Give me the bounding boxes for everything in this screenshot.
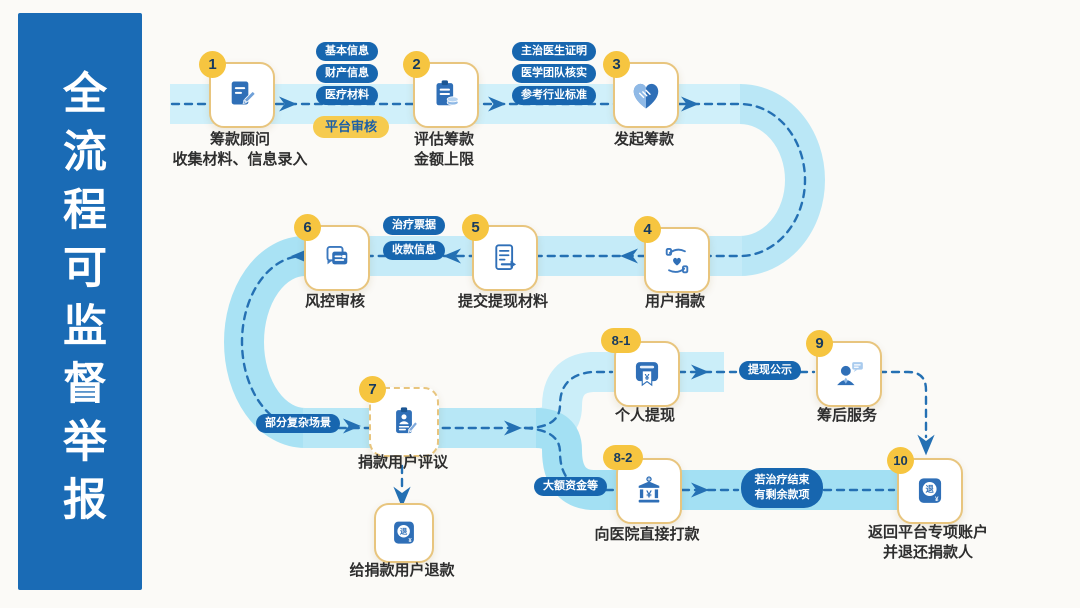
- tag-withdraw-publicity: 提现公示: [739, 361, 801, 380]
- yen-glyph: ¥: [935, 496, 939, 503]
- sidebar-title: 全流程可监督举报: [56, 69, 105, 534]
- person-clipboard-pencil-icon: [396, 407, 418, 434]
- step-card-8-1: 8-1 ¥: [601, 328, 680, 407]
- step-badge-1: 1: [199, 51, 226, 78]
- step-card-10: 10 退 ¥: [887, 447, 963, 524]
- step-label-7: 捐款用户评议: [357, 454, 448, 471]
- step-card-9: 9: [806, 330, 882, 407]
- step-label-3: 发起筹款: [613, 131, 674, 148]
- tag-doctor-proof: 主治医生证明: [512, 42, 596, 61]
- sidebar-banner: 全流程可监督举报: [18, 13, 142, 590]
- step-card-3: 3: [603, 51, 679, 128]
- tag-platform-review: 平台审核: [313, 116, 390, 138]
- tag-medical-team: 医学团队核实: [512, 64, 596, 83]
- tag-payee-info: 收款信息: [383, 241, 445, 260]
- step-badge-5: 5: [462, 214, 489, 241]
- step-badge-2: 2: [403, 51, 430, 78]
- step-badge-3: 3: [603, 51, 630, 78]
- handshake-heart-icon: [633, 83, 659, 109]
- bank-yen-icon: ¥: [638, 476, 660, 503]
- tag-large-funds: 大额资金等: [534, 477, 607, 496]
- step-card-8-2: 8-2 ¥: [603, 445, 682, 524]
- step-card-2: 2: [403, 51, 479, 128]
- step-label-8-2: 向医院直接打款: [594, 526, 700, 543]
- step-card-7: 7: [359, 376, 439, 457]
- tag-property-info: 财产信息: [316, 64, 378, 83]
- yen-glyph: ¥: [646, 489, 652, 500]
- tag-medical-materials: 医疗材料: [316, 86, 378, 105]
- document-pencil-icon: [231, 81, 256, 105]
- step-badge-6: 6: [294, 214, 321, 241]
- step-label-2: 评估筹款金额上限: [413, 131, 474, 169]
- withdraw-yen-icon: ¥: [635, 362, 659, 387]
- yen-glyph: ¥: [408, 538, 412, 544]
- step-badge-7: 7: [359, 376, 386, 403]
- yen-glyph: ¥: [645, 372, 650, 382]
- step-card-5: 5: [462, 214, 538, 291]
- step-label-8-1: 个人提现: [614, 407, 675, 424]
- refund-glyph: 退: [400, 527, 408, 536]
- step-card-1: 1: [199, 51, 275, 128]
- clipboard-coins-icon: [436, 80, 459, 106]
- step-label-1: 筹款顾问收集材料、信息录入: [172, 131, 308, 169]
- step-badge-10: 10: [887, 447, 914, 474]
- step-badge-8-1: 8-1: [601, 328, 641, 353]
- tag-treatment-end: 若治疗结束 有剩余款项: [741, 468, 823, 508]
- tag-complex-cases: 部分复杂场景: [256, 414, 340, 433]
- step-card-4: 4: [634, 216, 710, 293]
- document-arrow-icon: [495, 244, 517, 271]
- hands-heart-icon: [665, 247, 689, 274]
- refund-icon: 退 ¥: [394, 521, 414, 544]
- step-badge-9: 9: [806, 330, 833, 357]
- tag-treatment-receipts: 治疗票据: [383, 216, 445, 235]
- step-card-6: 6: [294, 214, 370, 291]
- tag-industry-standard: 参考行业标准: [512, 86, 596, 105]
- refund-card: 退 ¥: [374, 503, 434, 563]
- step-badge-4: 4: [634, 216, 661, 243]
- refund-label: 给捐款用户退款: [349, 562, 455, 579]
- person-chat-icon: [837, 362, 863, 386]
- step-label-9: 筹后服务: [816, 407, 877, 424]
- review-cards-icon: [326, 245, 348, 265]
- step-label-6: 风控审核: [304, 293, 365, 310]
- tag-basic-info: 基本信息: [316, 42, 378, 61]
- step-label-5: 提交提现材料: [457, 293, 548, 310]
- refund-icon: 退 ¥: [918, 478, 942, 503]
- step-badge-8-2: 8-2: [603, 445, 643, 470]
- refund-glyph: 退: [925, 484, 934, 494]
- step-label-10: 返回平台专项账户并退还捐款人: [867, 524, 988, 562]
- step-label-4: 用户捐款: [644, 293, 705, 310]
